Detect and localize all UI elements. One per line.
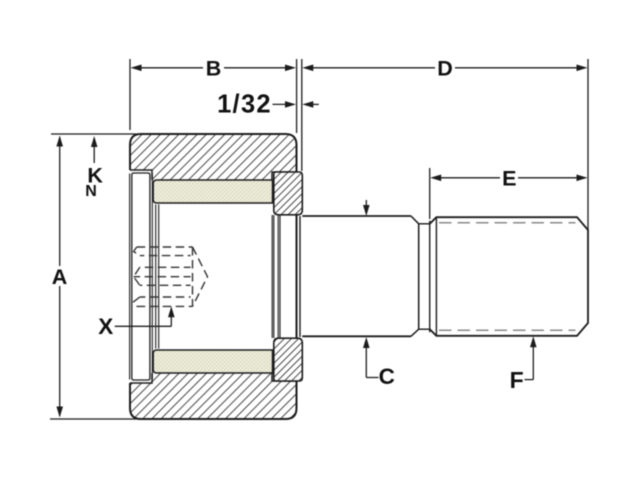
svg-text:1/32: 1/32: [217, 91, 272, 119]
svg-text:X: X: [98, 314, 113, 339]
svg-text:D: D: [437, 57, 453, 81]
svg-text:A: A: [52, 265, 68, 289]
svg-text:E: E: [502, 167, 516, 191]
svg-text:F: F: [510, 367, 524, 393]
svg-text:C: C: [379, 364, 395, 389]
svg-text:B: B: [206, 56, 222, 80]
svg-text:N: N: [85, 183, 97, 200]
svg-text:K: K: [87, 164, 103, 188]
